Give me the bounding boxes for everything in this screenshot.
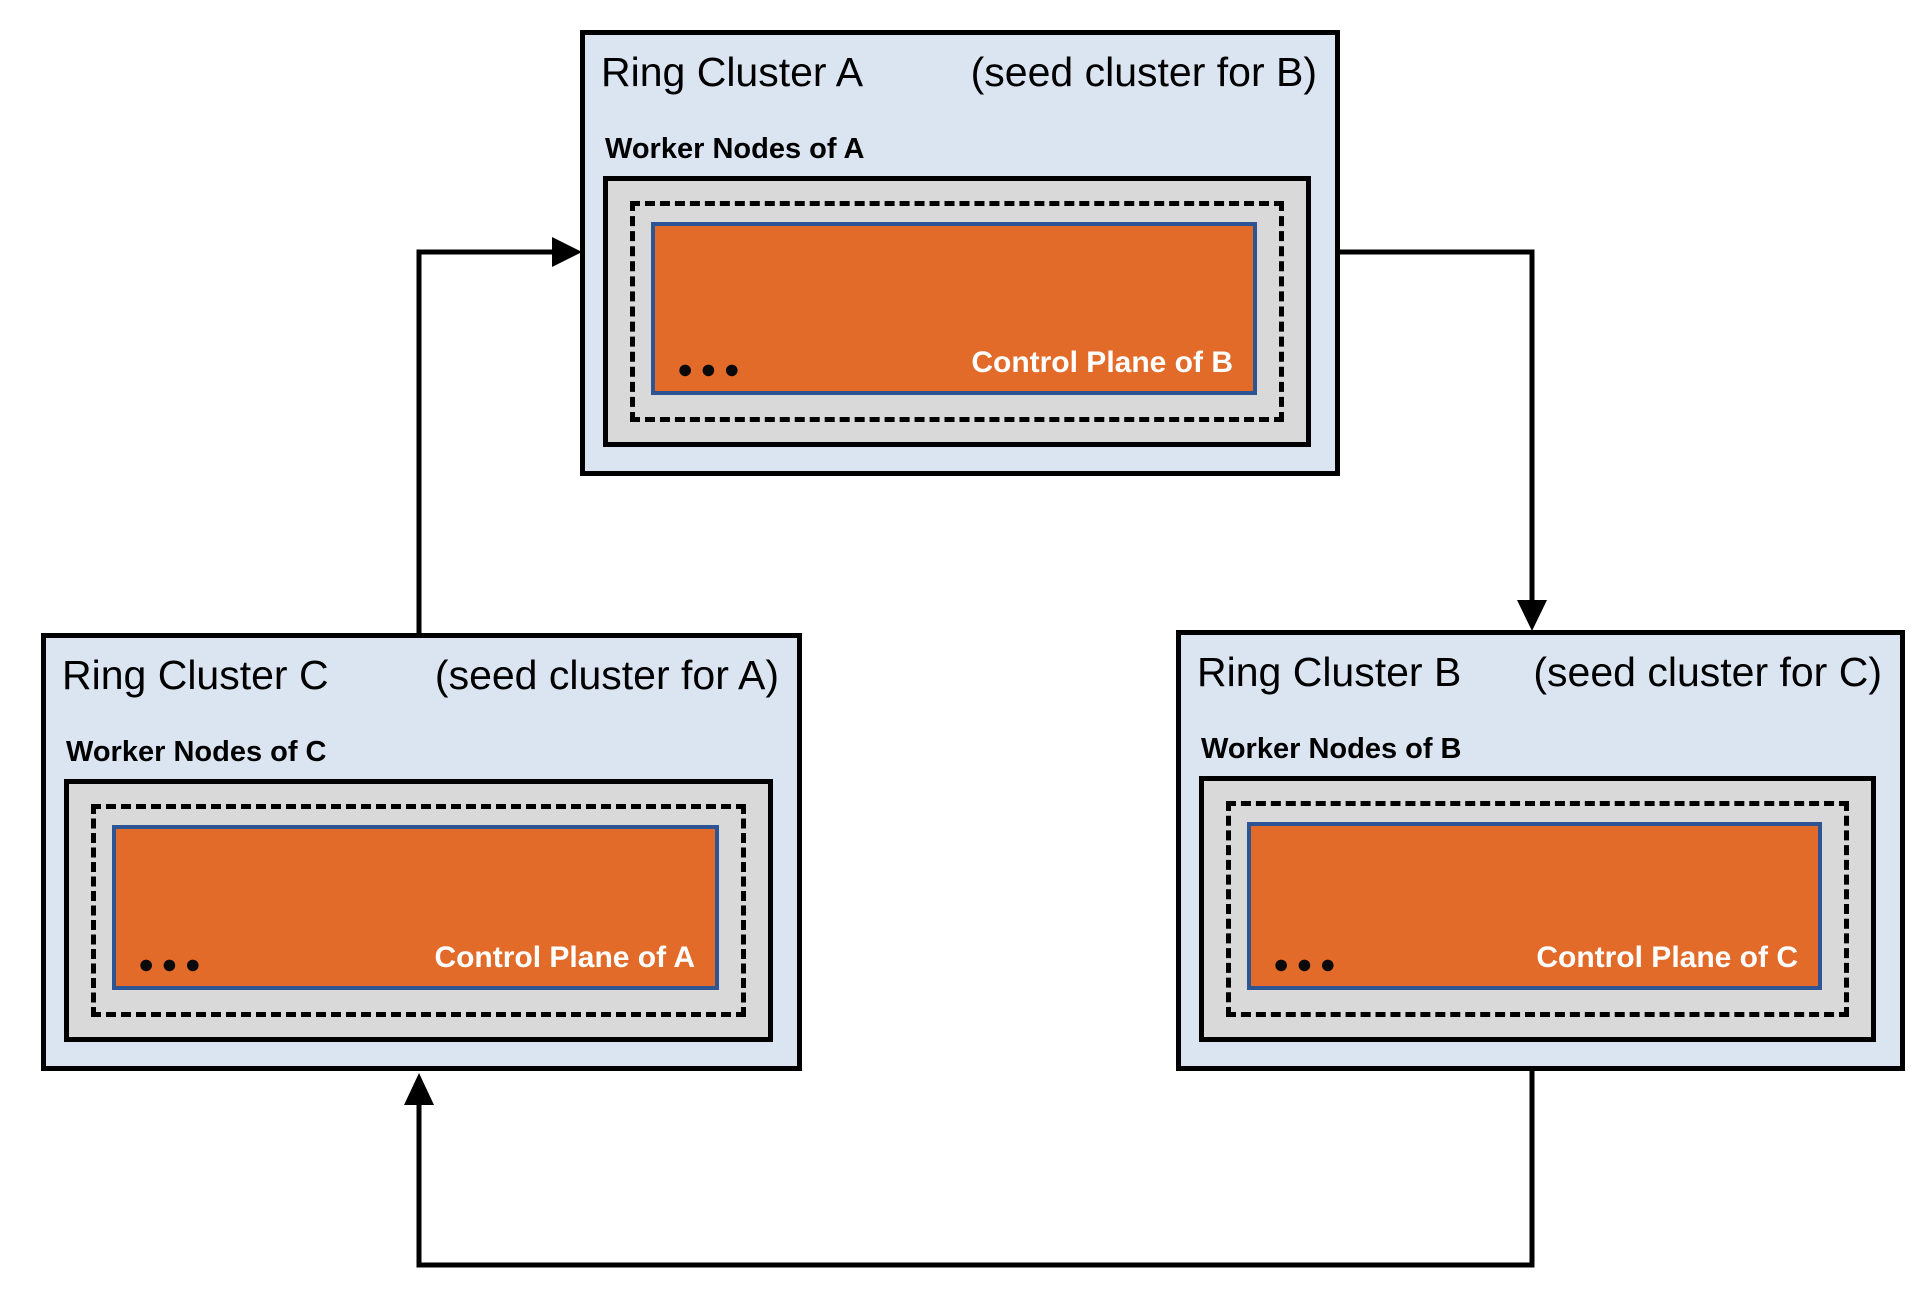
cluster-b-box: Ring Cluster B (seed cluster for C) Work… bbox=[1176, 630, 1905, 1071]
cluster-a-box: Ring Cluster A (seed cluster for B) Work… bbox=[580, 30, 1340, 476]
cluster-c-worker-nodes-label: Worker Nodes of C bbox=[66, 736, 327, 769]
cluster-c-box: Ring Cluster C (seed cluster for A) Work… bbox=[41, 633, 802, 1071]
cluster-b-title-row: Ring Cluster B (seed cluster for C) bbox=[1181, 635, 1900, 696]
cluster-a-control-plane-label: Control Plane of B bbox=[971, 346, 1233, 379]
cluster-c-worker-node-box: ●●● Control Plane of A bbox=[64, 779, 773, 1042]
cluster-c-control-plane-label: Control Plane of A bbox=[434, 941, 695, 974]
cluster-a-title-row: Ring Cluster A (seed cluster for B) bbox=[585, 35, 1335, 96]
cluster-a-title: Ring Cluster A bbox=[601, 49, 864, 95]
cluster-c-hosted-control-plane-box: ●●● Control Plane of A bbox=[112, 825, 719, 990]
cluster-c-title-row: Ring Cluster C (seed cluster for A) bbox=[46, 638, 797, 699]
cluster-a-hosted-control-plane-box: ●●● Control Plane of B bbox=[651, 222, 1257, 395]
cluster-c-dashed-pod-boundary: ●●● Control Plane of A bbox=[91, 804, 746, 1017]
cluster-a-ellipsis-dots: ●●● bbox=[677, 354, 747, 384]
arrowhead-into-a bbox=[552, 237, 582, 267]
cluster-a-seed-note: (seed cluster for B) bbox=[970, 49, 1317, 95]
arrow-a-to-b bbox=[1340, 249, 1547, 631]
arrow-b-to-c bbox=[404, 1071, 1535, 1268]
arrowhead-into-b bbox=[1517, 600, 1547, 631]
cluster-a-worker-nodes-label: Worker Nodes of A bbox=[605, 133, 865, 166]
cluster-b-control-plane-label: Control Plane of C bbox=[1536, 941, 1798, 974]
cluster-a-worker-node-box: ●●● Control Plane of B bbox=[603, 176, 1311, 447]
cluster-c-seed-note: (seed cluster for A) bbox=[434, 652, 779, 698]
cluster-b-worker-node-box: ●●● Control Plane of C bbox=[1199, 776, 1876, 1042]
cluster-c-ellipsis-dots: ●●● bbox=[138, 949, 208, 979]
arrow-c-to-a bbox=[416, 237, 582, 633]
cluster-b-dashed-pod-boundary: ●●● Control Plane of C bbox=[1226, 801, 1849, 1017]
cluster-c-title: Ring Cluster C bbox=[62, 652, 329, 698]
cluster-b-worker-nodes-label: Worker Nodes of B bbox=[1201, 733, 1462, 766]
cluster-b-seed-note: (seed cluster for C) bbox=[1533, 649, 1882, 695]
cluster-b-hosted-control-plane-box: ●●● Control Plane of C bbox=[1247, 822, 1822, 990]
arrowhead-into-c bbox=[404, 1073, 434, 1105]
cluster-a-dashed-pod-boundary: ●●● Control Plane of B bbox=[630, 201, 1284, 422]
cluster-b-ellipsis-dots: ●●● bbox=[1273, 949, 1343, 979]
cluster-b-title: Ring Cluster B bbox=[1197, 649, 1462, 695]
